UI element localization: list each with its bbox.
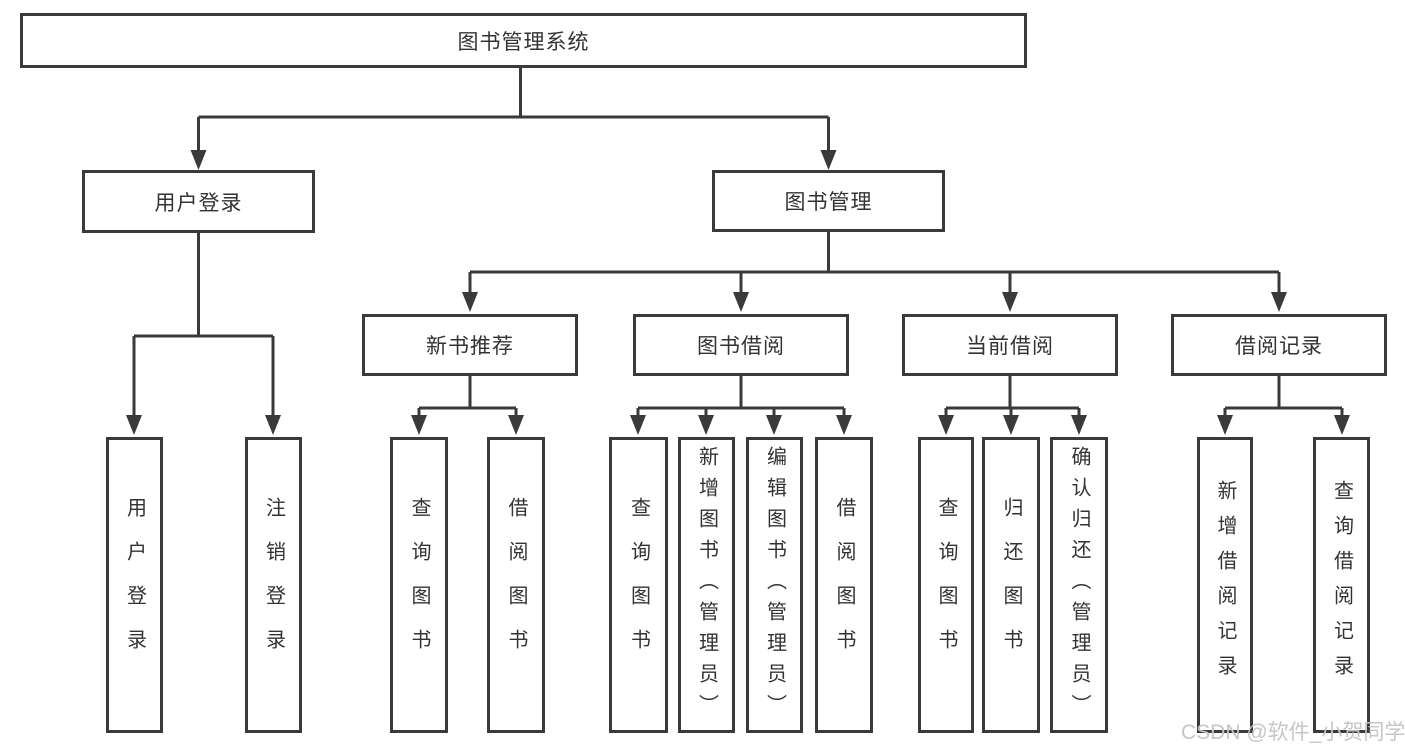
leaf-logout: 注销登录 <box>245 437 302 733</box>
leaf-borrow-books-1: 借阅图书 <box>487 437 545 733</box>
leaf-return-books-label: 归还图书 <box>1000 497 1022 673</box>
leaf-add-borrow-record: 新增借阅记录 <box>1197 437 1253 733</box>
leaf-query-books-1: 查询图书 <box>390 437 448 733</box>
leaf-query-books-3: 查询图书 <box>918 437 974 733</box>
leaf-logout-label: 注销登录 <box>262 497 285 673</box>
leaf-query-books-2-label: 查询图书 <box>627 497 650 673</box>
leaf-borrow-books-2-label: 借阅图书 <box>833 497 855 673</box>
leaf-return-books: 归还图书 <box>982 437 1040 733</box>
leaf-user-login: 用户登录 <box>106 437 163 733</box>
leaf-user-login-label: 用户登录 <box>123 497 146 673</box>
leaf-add-books-admin: 新增图书（管理员） <box>678 437 735 733</box>
leaf-add-borrow-record-label: 新增借阅记录 <box>1214 480 1236 690</box>
leaf-query-borrow-record: 查询借阅记录 <box>1313 437 1370 733</box>
leaf-edit-books-admin: 编辑图书（管理员） <box>746 437 803 733</box>
leaf-borrow-books-1-label: 借阅图书 <box>505 497 527 673</box>
group-borrow-records: 借阅记录 <box>1171 314 1387 376</box>
leaf-confirm-return-admin: 确认归还（管理员） <box>1050 437 1108 733</box>
leaf-query-borrow-record-label: 查询借阅记录 <box>1330 480 1353 690</box>
leaf-borrow-books-2: 借阅图书 <box>815 437 873 733</box>
leaf-query-books-1-label: 查询图书 <box>408 497 430 673</box>
leaf-confirm-return-admin-label: 确认归还（管理员） <box>1068 445 1090 725</box>
branch-user-login: 用户登录 <box>82 170 315 233</box>
leaf-query-books-2: 查询图书 <box>609 437 668 733</box>
leaf-edit-books-admin-label: 编辑图书（管理员） <box>763 445 786 725</box>
group-book-borrow: 图书借阅 <box>633 314 849 376</box>
csdn-watermark: CSDN @软件_小贺同学 <box>1181 721 1405 744</box>
leaf-query-books-3-label: 查询图书 <box>935 497 957 673</box>
node-root: 图书管理系统 <box>20 13 1027 68</box>
group-current-borrow: 当前借阅 <box>902 314 1118 376</box>
group-new-book-recommend: 新书推荐 <box>362 314 578 376</box>
branch-book-management: 图书管理 <box>712 170 945 232</box>
leaf-add-books-admin-label: 新增图书（管理员） <box>695 445 718 725</box>
